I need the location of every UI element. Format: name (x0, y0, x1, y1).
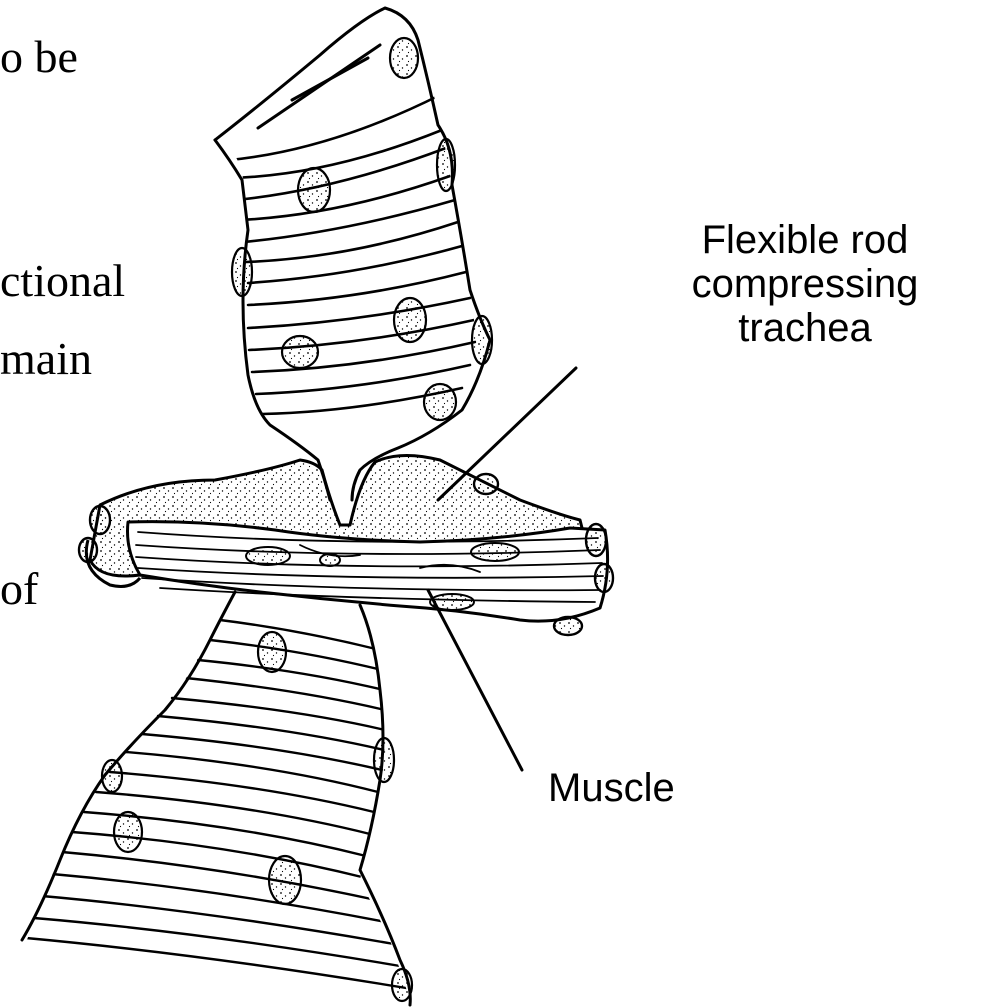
rod-label-line-3: trachea (640, 306, 970, 350)
upper-trachea (215, 8, 490, 500)
flexible-rod-label: Flexible rod compressing trachea (640, 218, 970, 350)
muscle-label: Muscle (548, 766, 675, 810)
rod-label-line-2: compressing (640, 262, 970, 306)
rod-label-line-1: Flexible rod (640, 218, 970, 262)
